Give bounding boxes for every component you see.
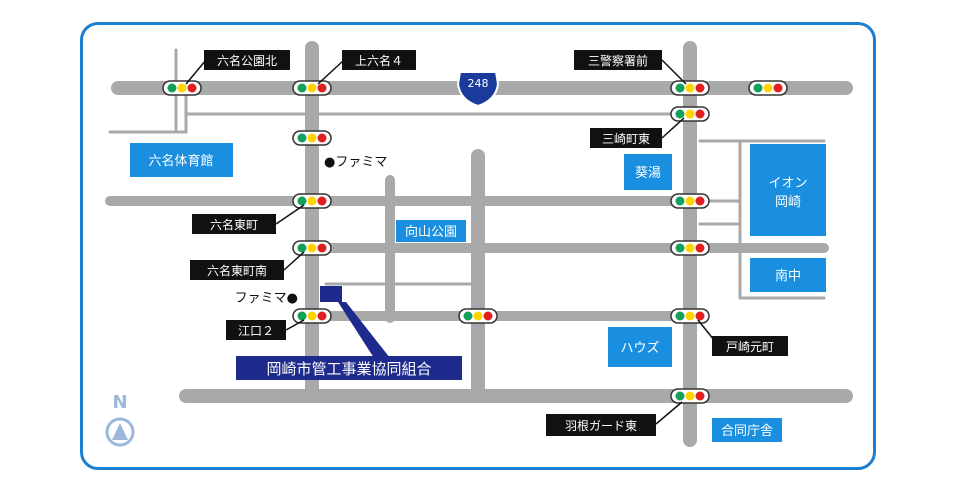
store-famima-north: ●ファミマ xyxy=(324,155,387,170)
traffic-signal-icon xyxy=(458,308,498,324)
traffic-signal-icon xyxy=(670,106,710,122)
destination-marker xyxy=(320,286,342,302)
intersection-label: 三警察署前 xyxy=(588,53,648,68)
route-number: 248 xyxy=(468,77,489,90)
intersection-rokumei-higashi-machi-minami: 六名東町南 xyxy=(190,251,305,280)
traffic-signal-icon xyxy=(670,308,710,324)
intersection-eguchi-2: 江口２ xyxy=(226,319,305,340)
intersection-hane-guard-higashi: 羽根ガード東 xyxy=(546,401,683,436)
place-label: 向山公園 xyxy=(405,224,457,240)
place-minami-chu: 南中 xyxy=(750,258,826,292)
traffic-signals xyxy=(162,80,788,404)
places: 六名体育館 葵湯 イオン 岡崎 向山公園 南中 ハウズ 合同庁舎 xyxy=(130,143,826,442)
north-compass: N xyxy=(105,392,135,447)
place-label: ハウズ xyxy=(620,340,659,356)
place-mukaiyama-park: 向山公園 xyxy=(396,220,466,242)
traffic-signal-icon xyxy=(292,240,332,256)
traffic-signal-icon xyxy=(670,193,710,209)
traffic-signal-icon xyxy=(670,240,710,256)
destination-pointer xyxy=(338,302,390,358)
intersection-label: 六名東町 xyxy=(210,217,258,232)
intersection-label: 六名公園北 xyxy=(217,53,277,68)
store-famima-south: ファミマ● xyxy=(235,291,298,306)
traffic-signal-icon xyxy=(162,80,202,96)
intersection-sankei-sassho-mae: 三警察署前 xyxy=(574,50,687,85)
place-rokumei-gym: 六名体育館 xyxy=(130,143,233,177)
compass-letter: N xyxy=(112,392,127,413)
traffic-signal-icon xyxy=(292,130,332,146)
intersection-label: 戸崎元町 xyxy=(726,340,774,354)
traffic-signal-icon xyxy=(292,308,332,324)
intersection-label: 江口２ xyxy=(238,324,274,338)
roads xyxy=(105,41,853,447)
intersection-label: 上六名４ xyxy=(355,53,403,68)
traffic-signal-icon xyxy=(292,80,332,96)
intersection-rokumei-higashi-machi: 六名東町 xyxy=(192,204,305,234)
traffic-signal-icon xyxy=(748,80,788,96)
intersection-misaki-cho-higashi: 三崎町東 xyxy=(590,117,685,148)
intersection-label: 六名東町南 xyxy=(207,263,267,278)
compass-arrow-icon xyxy=(112,423,128,440)
intersection-tozaki-moto-machi: 戸崎元町 xyxy=(697,319,788,356)
traffic-signal-icon xyxy=(292,193,332,209)
place-godo-chosha: 合同庁舎 xyxy=(712,418,782,442)
intersection-label: 羽根ガード東 xyxy=(565,419,637,433)
place-label: 六名体育館 xyxy=(148,153,213,169)
destination: 岡崎市管工事業協同組合 xyxy=(236,286,462,380)
route-248-shield: 248 xyxy=(456,71,500,108)
place-label: 葵湯 xyxy=(635,166,661,181)
place-aeon-okazaki: イオン 岡崎 xyxy=(750,144,826,236)
place-label-line1: イオン xyxy=(768,176,807,191)
place-label: 南中 xyxy=(775,268,801,284)
place-aoi-yu: 葵湯 xyxy=(624,154,672,190)
intersection-label: 三崎町東 xyxy=(602,132,650,146)
intersection-kami-rokumei-4: 上六名４ xyxy=(317,50,416,85)
destination-label-box xyxy=(236,356,462,380)
place-label: 合同庁舎 xyxy=(721,424,773,439)
traffic-signal-icon xyxy=(670,388,710,404)
intersection-labels: 六名公園北 上六名４ 三警察署前 三崎町東 六名東町 xyxy=(185,50,788,436)
destination-label: 岡崎市管工事業協同組合 xyxy=(266,360,431,378)
place-house: ハウズ xyxy=(608,327,672,367)
traffic-signal-icon xyxy=(670,80,710,96)
place-label-line2: 岡崎 xyxy=(775,195,801,210)
intersection-rokumei-koen-kita: 六名公園北 xyxy=(185,50,290,85)
